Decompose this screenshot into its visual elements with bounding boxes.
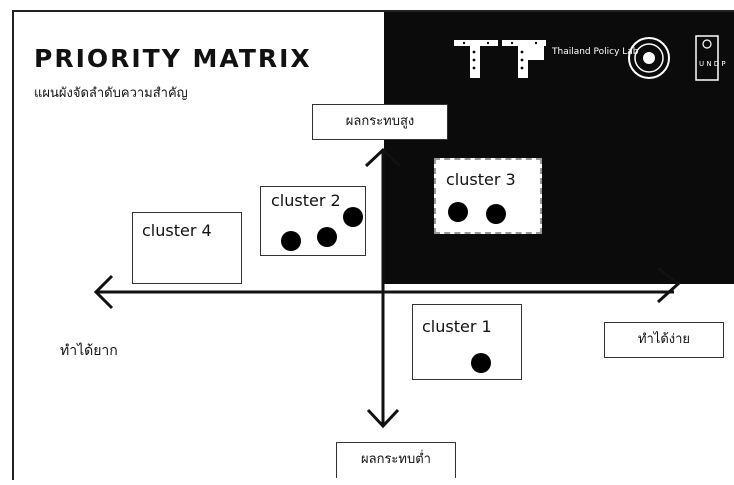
cluster-3-dot [486,204,506,224]
cluster-2-box: cluster 2 [260,186,366,256]
partner-logos: Thailand Policy Lab U N D P [454,35,726,81]
cluster-3-label: cluster 3 [446,170,516,189]
cluster-1-box: cluster 1 [412,304,522,380]
cluster-4-box: cluster 4 [132,212,242,284]
matrix-frame: PRIORITY MATRIX แผนผังจัดลำดับความสำคัญ … [12,10,734,480]
cluster-1-label: cluster 1 [422,317,492,336]
hard-to-do-label: ทำได้ยาก [60,343,118,359]
cluster-2-dot [317,227,337,247]
low-impact-label: ผลกระทบต่ำ [336,442,456,478]
up-arrowhead-icon [364,147,402,168]
high-impact-easy-quadrant [384,12,734,284]
tpl-logo-icon [454,40,546,78]
cluster-2-label: cluster 2 [271,191,341,210]
cluster-2-dot [343,207,363,227]
cluster-3-dot [448,202,468,222]
tpl-logo-text: Thailand Policy Lab [551,47,639,57]
easy-to-do-label: ทำได้ง่าย [604,322,724,358]
easy-to-do-text: ทำได้ง่าย [637,332,691,347]
high-impact-text: ผลกระทบสูง [345,114,415,129]
page-subtitle: แผนผังจัดลำดับความสำคัญ [34,86,188,101]
cluster-3-box: cluster 3 [434,158,542,234]
page-title: PRIORITY MATRIX [34,44,312,73]
left-arrowhead-icon [93,274,114,310]
high-impact-label: ผลกระทบสูง [312,104,448,140]
undp-logo-text: U N D P [699,60,726,68]
matrix-axes [93,147,681,429]
right-arrowhead-icon [656,266,681,304]
cluster-1-dot [471,353,491,373]
cluster-4-label: cluster 4 [142,221,212,240]
cluster-2-dot [281,231,301,251]
down-arrowhead-icon [366,408,400,429]
government-seal-icon [628,37,670,79]
undp-logo-icon [695,35,719,81]
low-impact-text: ผลกระทบต่ำ [361,452,431,467]
